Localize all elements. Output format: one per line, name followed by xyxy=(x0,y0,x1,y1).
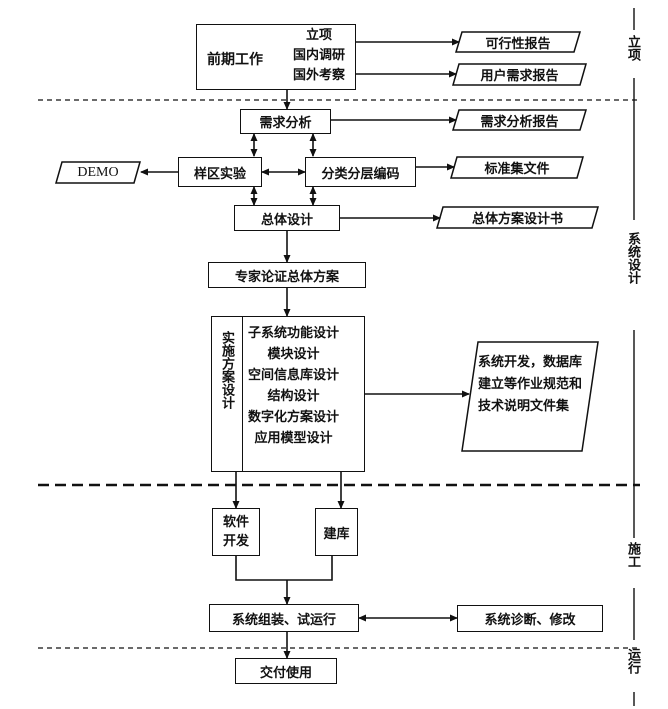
doc-shape-dev-docs xyxy=(461,341,599,452)
implementation-item: 子系统功能设计 xyxy=(248,326,340,341)
doc-overall-plan-book: 总体方案设计书 xyxy=(471,212,563,227)
doc-shape-user-requirements xyxy=(452,63,587,86)
implementation-item: 模块设计 xyxy=(267,347,320,362)
phase-label-operation: 运行 xyxy=(625,648,640,674)
node-pilot-experiment: 样区实验 xyxy=(178,157,262,187)
node-requirements-analysis: 需求分析 xyxy=(240,109,331,134)
doc-user-requirements-report: 用户需求报告 xyxy=(480,69,559,84)
connectors xyxy=(140,38,470,659)
doc-requirements-analysis-report: 需求分析报告 xyxy=(480,114,559,130)
implementation-item: 结构设计 xyxy=(267,389,320,404)
node-software-development: 软件开发 xyxy=(212,508,260,556)
software-dev-label: 软件开发 xyxy=(222,515,249,549)
preliminary-item: 国内调研 xyxy=(293,48,346,63)
doc-demo: DEMO xyxy=(77,164,119,180)
doc-standard-set-files: 标准集文件 xyxy=(484,162,550,177)
node-preliminary-work: 前期工作 立项 国内调研 国外考察 xyxy=(196,24,356,90)
node-system-diagnosis: 系统诊断、修改 xyxy=(457,605,603,632)
node-database-build: 建库 xyxy=(315,508,358,556)
document-shapes xyxy=(55,31,599,452)
phase-label-initiation: 立项 xyxy=(625,35,640,61)
doc-feasibility-report: 可行性报告 xyxy=(485,36,551,52)
preliminary-item: 国外考察 xyxy=(293,68,346,83)
phase-dividers xyxy=(38,99,640,649)
implementation-item: 空间信息库设计 xyxy=(248,368,340,383)
phase-label-system-design: 系统设计 xyxy=(625,232,640,284)
implementation-item: 应用模型设计 xyxy=(254,431,333,446)
implementation-divider xyxy=(242,317,243,471)
node-classification-coding: 分类分层编码 xyxy=(305,157,416,187)
doc-dev-docs: 系统开发，数据库建立等作业规范和技术说明文件集 xyxy=(478,355,583,414)
node-system-assembly: 系统组装、试运行 xyxy=(209,604,359,632)
preliminary-title: 前期工作 xyxy=(207,52,263,68)
node-delivery: 交付使用 xyxy=(235,658,337,684)
preliminary-item: 立项 xyxy=(306,28,333,43)
node-implementation-design: 实施方案设计 子系统功能设计 模块设计 空间信息库设计 结构设计 数字化方案设计… xyxy=(211,316,365,472)
implementation-title: 实施方案设计 xyxy=(219,331,234,409)
phase-label-construction: 施工 xyxy=(625,542,640,568)
doc-shape-standard-files xyxy=(450,156,584,179)
node-expert-review: 专家论证总体方案 xyxy=(208,262,366,288)
implementation-items: 子系统功能设计 模块设计 空间信息库设计 结构设计 数字化方案设计 应用模型设计 xyxy=(248,323,339,449)
node-overall-design: 总体设计 xyxy=(234,205,340,231)
implementation-item: 数字化方案设计 xyxy=(248,410,340,425)
doc-shape-demo xyxy=(55,161,141,184)
preliminary-items: 立项 国内调研 国外考察 xyxy=(293,26,345,86)
